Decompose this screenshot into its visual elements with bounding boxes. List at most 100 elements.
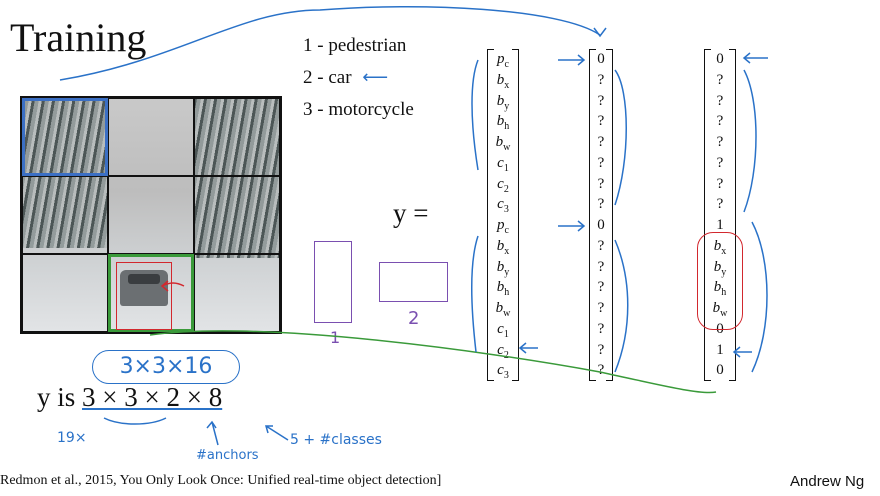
grid-cell [22,176,108,254]
forest-right [194,98,280,258]
note-anchors: #anchors [196,448,259,463]
vector-car-entry: 1 [716,341,724,358]
brace-unknown-top [614,69,627,206]
arc-car-to-vector [149,330,717,394]
grid-cell [194,176,280,254]
vector-car-entry: 0 [716,320,724,337]
vector-unknown-entry: ? [597,92,605,109]
vector-label-entry: bx [496,237,510,257]
anchor-box-2 [379,262,448,302]
vector-unknown-entry: ? [597,71,605,88]
grid-cell [194,98,280,176]
author: Andrew Ng [790,473,865,490]
vector-unknown-entry: ? [597,362,605,379]
vector-unknown-entry: ? [597,154,605,171]
vector-label-entry: bx [496,71,510,91]
class-item-3: 3 - motorcycle [303,99,414,120]
grid-cell-highlight-green [108,254,194,332]
brace-labels-top [471,59,479,171]
arrow-bbox-icon [160,280,185,292]
vector-car-entry: bx [713,237,727,257]
vector-label-entry: bw [495,134,511,153]
grid-cell-highlight-blue [22,98,108,176]
vector-car-entry: 0 [716,51,724,67]
class-item-2: 2 - car ⟵ [303,67,389,88]
slide-title: Training [10,15,147,60]
brace-unknown-bottom [614,239,629,373]
note-classes: 5 + #classes [290,432,382,448]
vector-unknown-entry: ? [597,341,605,358]
grid-cell [108,176,194,254]
vector-car-entry: ? [716,175,724,192]
arrow-classes-icon [265,425,289,441]
handwritten-total: 3×3×16 [92,350,240,384]
vector-label-entry: c2 [497,341,509,361]
vector-label-entry: bh [496,113,510,133]
vector-label-entry: bw [495,300,511,319]
vector-no-object: 0??????? 0??????? [589,49,613,381]
vector-car-entry: ? [716,196,724,213]
arc-title-arrow-icon [593,27,607,38]
class-item-1: 1 - pedestrian [303,35,407,56]
vector-unknown-entry: ? [597,279,605,296]
vector-car-entry: by [713,258,727,278]
arrow-pc2-icon [558,220,586,232]
citation: Redmon et al., 2015, You Only Look Once:… [0,473,442,488]
vector-unknown-entry: 0 [597,217,605,233]
vector-car-entry: bw [712,300,728,319]
arrow-car-pc-icon [742,52,768,64]
vector-unknown-entry: ? [597,258,605,275]
arrow-anchors-icon [206,420,219,446]
underline-grid [103,417,167,425]
vector-label-entry: c2 [497,175,509,195]
vector-label-entry: bh [496,279,510,299]
vector-label-entry: pc [497,51,509,70]
vector-label-entry: by [496,258,510,278]
y-equals: y = [393,198,429,228]
arrow-c2-icon [518,342,538,354]
vector-label-entry: c3 [497,196,509,216]
anchor-label-1: 1 [330,328,341,347]
car-box-highlight [697,232,743,330]
brace-car-top [743,69,757,213]
vector-car-entry: ? [716,154,724,171]
vector-car-entry: ? [716,134,724,150]
grid-cell [108,98,194,176]
anchor-box-1 [314,241,352,323]
arrow-car-c2-icon [732,346,752,358]
vector-unknown-entry: ? [597,237,605,254]
brace-labels-bottom [470,235,479,353]
class-list: 1 - pedestrian 2 - car ⟵ 3 - motorcycle [303,30,414,126]
vector-unknown-entry: 0 [597,51,605,67]
car-image [120,270,168,306]
vector-car-entry: bh [713,279,727,299]
vector-car-entry: ? [716,113,724,130]
shape-expression: 3 × 3 × 2 × 8 [82,382,223,412]
bounding-box-car [116,262,172,330]
vector-car-entry: ? [716,92,724,109]
vector-label-entry: c3 [497,362,509,382]
vector-unknown-entry: ? [597,134,605,150]
output-shape: y is 3 × 3 × 2 × 8 [37,382,223,412]
vector-unknown-entry: ? [597,196,605,213]
left-arrow-icon: ⟵ [362,67,389,88]
grid-cell [22,254,108,332]
vector-label-entry: c1 [497,154,509,174]
note-grid: 19× [57,430,87,446]
arc-title-to-vector [59,6,601,81]
vector-label-entry: by [496,92,510,112]
vector-label-entry: c1 [497,320,509,340]
arrow-pc-icon [558,54,586,66]
brace-car-bottom [751,221,768,373]
vector-unknown-entry: ? [597,320,605,337]
vector-unknown-entry: ? [597,175,605,192]
image-grid [20,96,282,334]
anchor-label-2: 2 [408,308,420,329]
vector-unknown-entry: ? [597,300,605,316]
vector-car-entry: 0 [716,362,724,379]
vector-car-entry: 1 [716,217,724,233]
vector-unknown-entry: ? [597,113,605,130]
